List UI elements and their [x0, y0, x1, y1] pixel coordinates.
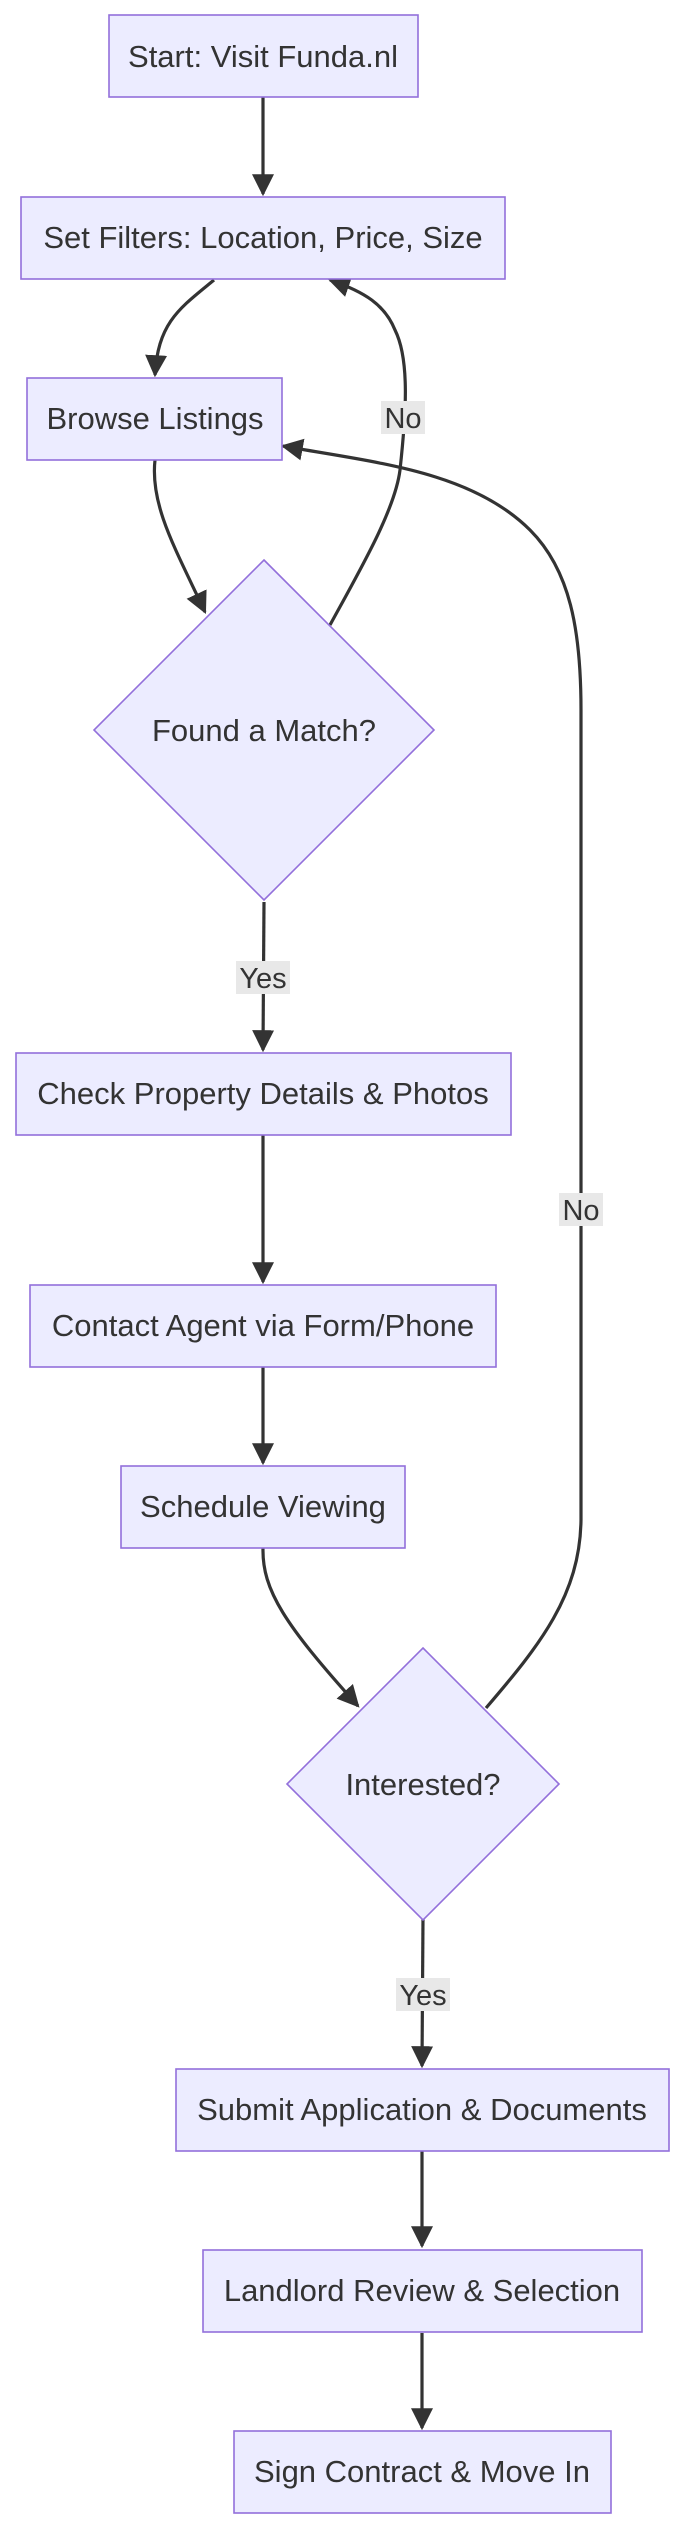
node-contact-label: Contact Agent via Form/Phone [52, 1308, 474, 1343]
node-interested-decision: Interested? [285, 1646, 561, 1922]
node-interested-label: Interested? [345, 1767, 500, 1802]
edge-label-match-no: No [381, 401, 425, 435]
edge-interested-no-to-browse [280, 438, 583, 1710]
node-review: Landlord Review & Selection [202, 2249, 643, 2333]
node-review-label: Landlord Review & Selection [224, 2273, 620, 2308]
edge-viewing-to-interested [261, 1547, 360, 1708]
node-browse: Browse Listings [26, 377, 283, 461]
edge-label-interested-yes: Yes [396, 1978, 450, 2012]
node-details-label: Check Property Details & Photos [37, 1076, 488, 1111]
node-start-label: Start: Visit Funda.nl [128, 39, 398, 74]
node-apply-label: Submit Application & Documents [197, 2092, 647, 2127]
edge-label-interested-yes-text: Yes [399, 1980, 446, 2012]
node-sign-label: Sign Contract & Move In [254, 2454, 590, 2489]
node-start: Start: Visit Funda.nl [108, 14, 419, 98]
edge-label-match-no-text: No [384, 403, 421, 435]
edge-filters-to-browse [145, 278, 216, 378]
edge-browse-to-match [152, 459, 207, 614]
node-viewing-label: Schedule Viewing [140, 1489, 386, 1524]
edge-label-match-yes: Yes [236, 961, 290, 995]
node-match-label: Found a Match? [152, 713, 376, 748]
node-details: Check Property Details & Photos [15, 1052, 512, 1136]
edge-label-match-yes-text: Yes [239, 963, 286, 995]
node-match-decision: Found a Match? [92, 558, 436, 902]
node-browse-label: Browse Listings [46, 401, 263, 436]
node-apply: Submit Application & Documents [175, 2068, 670, 2152]
edge-label-interested-no: No [559, 1193, 603, 1227]
node-sign: Sign Contract & Move In [233, 2430, 612, 2514]
edge-label-interested-no-text: No [562, 1195, 599, 1227]
edge-match-no-to-filters [327, 276, 407, 626]
node-filters: Set Filters: Location, Price, Size [20, 196, 506, 280]
node-viewing: Schedule Viewing [120, 1465, 406, 1549]
node-filters-label: Set Filters: Location, Price, Size [43, 220, 482, 255]
node-contact: Contact Agent via Form/Phone [29, 1284, 497, 1368]
